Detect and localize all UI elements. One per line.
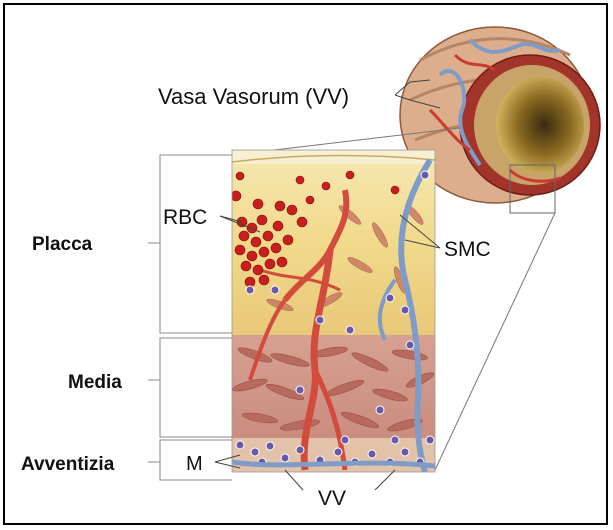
layer-brackets xyxy=(148,155,232,480)
media-label: Media xyxy=(68,372,122,393)
placca-label: Placca xyxy=(32,234,93,255)
rbc-label: RBC xyxy=(163,206,207,229)
avventizia-label: Avventizia xyxy=(21,454,115,475)
smc-label: SMC xyxy=(444,238,491,261)
vasa-vasorum-label: Vasa Vasorum (VV) xyxy=(158,84,349,109)
m-label: M xyxy=(186,453,203,475)
vv-label: VV xyxy=(318,487,346,510)
vessel-wall-block xyxy=(231,150,435,472)
